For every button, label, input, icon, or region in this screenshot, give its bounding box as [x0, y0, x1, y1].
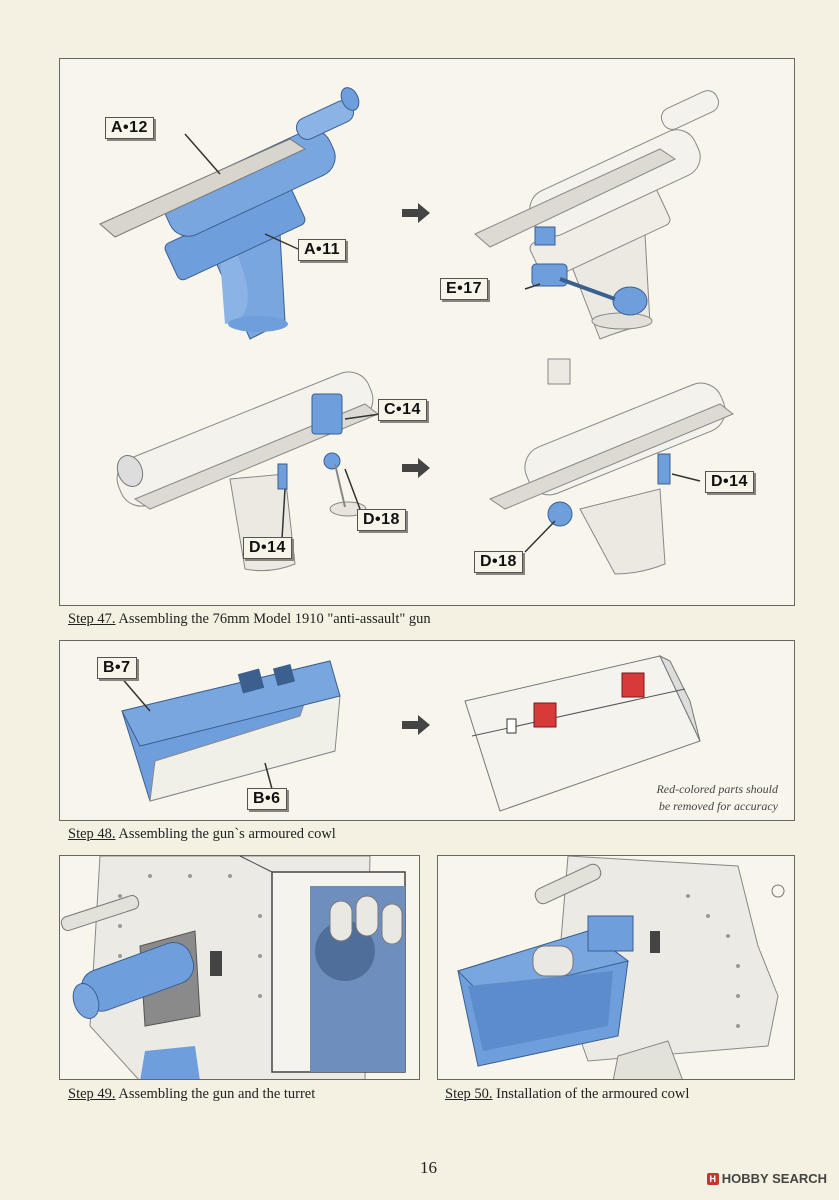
step47-title: Assembling the 76mm Model 1910 "anti-ass…: [115, 611, 431, 627]
part-label-a12: A•12: [105, 117, 154, 139]
step50-title: Installation of the armoured cowl: [492, 1086, 690, 1102]
step47-illustration: [99, 87, 734, 575]
step48-number: Step 48.: [68, 826, 116, 842]
hobbysearch-watermark: H HOBBY SEARCH: [706, 1171, 827, 1186]
step48-panel: B•7 B•6 Red-colored parts should be remo…: [59, 640, 795, 821]
step49-caption: Step 49. Assembling the gun and the turr…: [68, 1086, 315, 1103]
step48-illustration: [119, 654, 701, 812]
watermark-text: HOBBY SEARCH: [721, 1171, 827, 1186]
installed-cowl: [457, 915, 634, 1067]
step50-caption: Step 50. Installation of the armoured co…: [445, 1086, 689, 1103]
step47-panel: A•12 A•11 E•17 C•14 D•14 D•18 D•14 D•18: [59, 58, 795, 606]
armoured-cowl-blue: [121, 660, 341, 802]
arrow-right-icon: [402, 203, 430, 223]
step48-caption: Step 48. Assembling the gun`s armoured c…: [68, 826, 336, 843]
step49-title: Assembling the gun and the turret: [115, 1086, 316, 1102]
removal-note-line1: Red-colored parts should: [656, 782, 778, 796]
part-label-b6: B•6: [247, 788, 287, 810]
step47-number: Step 47.: [68, 611, 116, 627]
removal-note-line2: be removed for accuracy: [658, 799, 778, 813]
step49-number: Step 49.: [68, 1086, 116, 1102]
removal-note: Red-colored parts should be removed for …: [656, 781, 778, 815]
part-label-d18-left: D•18: [357, 509, 406, 531]
part-label-a11: A•11: [298, 239, 347, 261]
part-label-b7: B•7: [97, 657, 137, 679]
arrow-right-icon: [402, 715, 430, 735]
gun-assembly-4: [488, 358, 734, 575]
step50-panel: [437, 855, 795, 1080]
step48-title: Assembling the gun`s armoured cowl: [115, 826, 336, 842]
step47-caption: Step 47. Assembling the 76mm Model 1910 …: [68, 611, 431, 628]
arrow-right-icon: [402, 458, 430, 478]
gun-assembly-2: [474, 90, 720, 340]
part-label-d18-right: D•18: [474, 551, 523, 573]
part-label-d14-right: D•14: [705, 471, 754, 493]
hobbysearch-logo-icon: H: [706, 1172, 719, 1185]
part-label-d14-left: D•14: [243, 537, 292, 559]
removed-parts: [533, 672, 645, 728]
page-number: 16: [420, 1158, 437, 1177]
step49-panel: [59, 855, 420, 1080]
part-label-e17: E•17: [440, 278, 489, 300]
step49-illustration: [60, 856, 406, 1079]
part-label-c14: C•14: [378, 399, 427, 421]
step50-number: Step 50.: [445, 1086, 493, 1102]
gun-assembly-1: [99, 87, 360, 340]
step50-illustration: [457, 856, 785, 1079]
